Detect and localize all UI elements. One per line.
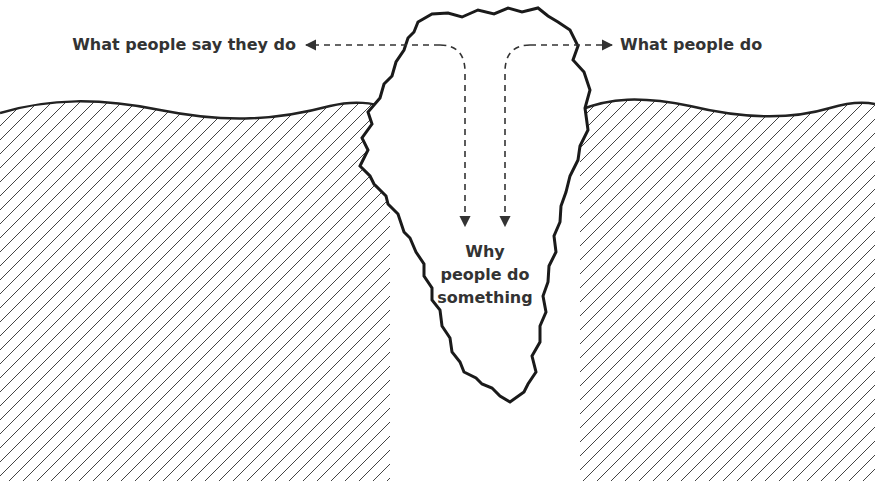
- dashed-arrow: [505, 45, 530, 226]
- arrow-label: What people do: [620, 34, 860, 56]
- iceberg-outline: [355, 4, 595, 406]
- iceberg-text: Why people do something: [435, 240, 535, 309]
- iceberg-outline: [360, 8, 590, 402]
- dashed-arrow: [530, 44, 612, 46]
- arrow-label: What people say they do: [0, 34, 296, 56]
- dashed-arrow: [306, 44, 440, 46]
- iceberg-shape: Why people do something: [355, 4, 595, 406]
- water-hatch: [0, 101, 390, 481]
- dashed-arrow: [440, 45, 465, 226]
- water-line: [580, 100, 875, 116]
- water-hatch: [580, 100, 875, 481]
- water-line: [0, 101, 390, 118]
